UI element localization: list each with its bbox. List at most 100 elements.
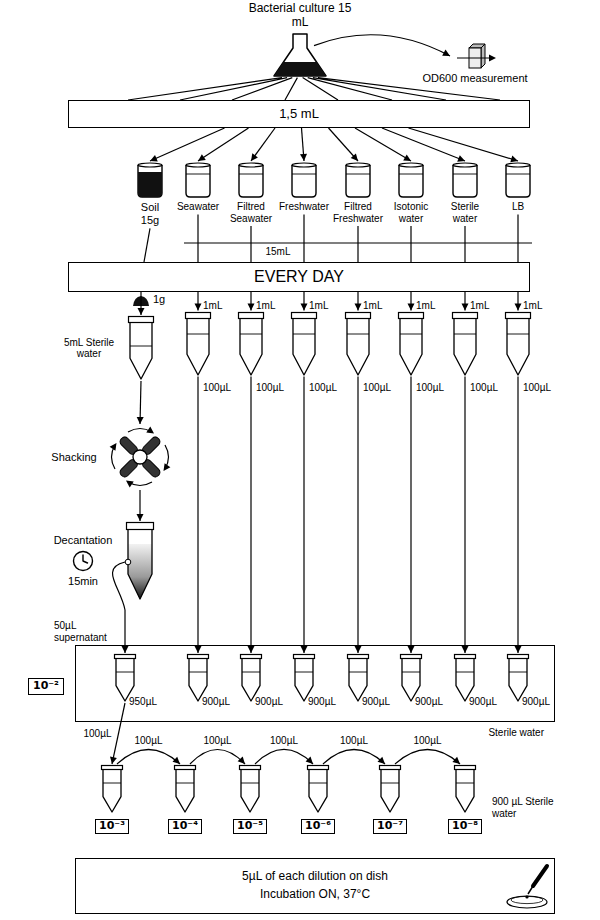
tube-cap [102,766,123,770]
volume-label: 900µL [308,696,339,708]
arrow-head [122,646,129,653]
connector [462,292,469,311]
tube-outline [507,318,529,375]
connector-line [329,128,359,161]
serial-dilution-tube: 10⁻⁷ [368,765,412,834]
tube-outline [349,658,367,701]
arrow-head [355,646,362,653]
tube-cap [455,766,476,770]
beaker-outline [239,165,263,197]
volume-transfer-label: 100µL [255,382,285,394]
tube-icon [291,312,317,376]
volume-label: 900µL [202,696,233,708]
connector [408,292,415,311]
liquid-level [507,333,529,334]
tube-cap [240,766,261,770]
beaker-rim [453,163,477,167]
plating-box: 5µL of each dilution on dishIncubation O… [75,858,555,914]
dilution-factor: 10⁻² [33,680,59,693]
tube-icon [347,654,369,702]
container: Freshwater [278,162,330,213]
tube-outline [456,769,474,812]
connector [515,377,522,654]
arrow-head [300,154,307,161]
tube-outline [293,318,315,375]
liquid-level [454,333,476,334]
liquid-level [103,783,121,784]
connector [138,292,145,315]
diluent-label: Sterile water [488,727,544,739]
sampling-point [125,559,131,565]
arrow-head [457,155,465,162]
volume-transfer-label: 100µL [362,382,392,394]
cuvette-icon [453,42,497,70]
beaker-rim [346,163,370,167]
arrow-head [515,646,522,653]
step-band: EVERY DAY [68,262,530,292]
beaker-icon [343,162,373,198]
container-label: Soil 15g [134,201,166,226]
tube-icon [507,654,529,702]
connector [395,750,460,765]
arrow-head [137,417,144,424]
tube-icon [101,765,123,813]
tube-outline [402,658,420,701]
arrow-head [442,50,450,56]
dilution-tube: 900µL [293,654,339,708]
container-label: Freshwater [278,201,330,213]
volume-transfer-label: 100µL [413,735,443,747]
connector-line [303,377,304,654]
petri-dish [507,896,547,908]
tube-icon [452,312,478,376]
spin-arrow [126,481,152,488]
container: Filtred Seawater [225,162,277,224]
tube-cap [506,312,531,318]
liquid-level [239,174,263,175]
shaking-step: Shacking [44,425,172,489]
tube-cap [115,655,136,659]
connector [411,226,412,262]
arrow-head [351,153,358,161]
liquid-level [509,672,527,673]
liquid-level [186,174,210,175]
liquid-level [116,672,134,673]
connector-line [517,377,518,654]
connector [150,128,225,161]
liquid-level [241,783,259,784]
tube-cap [308,766,329,770]
clock-face [74,552,93,571]
arrow-head [138,308,145,315]
beaker-outline [186,165,210,197]
arrow-head [137,514,144,521]
tube-cap [401,655,422,659]
container: Seawater [172,162,224,213]
beaker-rim [292,163,316,167]
tube-cap [129,317,154,323]
container: Filtred Freshwater [332,162,384,224]
tube-cap [455,655,476,659]
connector [304,215,305,263]
tube-cap [348,655,369,659]
culture-label: Bacterial culture 15 mL [248,2,352,30]
arrow-head [408,646,415,653]
pipette-tip [528,886,533,894]
flask-liquid [274,62,326,76]
tube-icon [454,654,476,702]
connector-line [251,128,275,161]
soil-tube: 5mL Sterile water [56,316,154,380]
connector-line [303,215,304,263]
connector-line [464,377,465,654]
connector-line [314,35,450,56]
tube-icon [239,765,261,813]
tube-cap [175,766,196,770]
liquid-level [381,783,399,784]
tube-icon [187,654,209,702]
beaker-outline [399,165,423,197]
tube-outline [456,658,474,701]
arrow-head [378,757,386,764]
volume-label: 900µL [469,696,500,708]
instruction: Incubation ON, 37°C [260,888,370,902]
tube-icon [345,312,371,376]
beaker-outline [453,165,477,197]
light-beam [457,57,491,58]
